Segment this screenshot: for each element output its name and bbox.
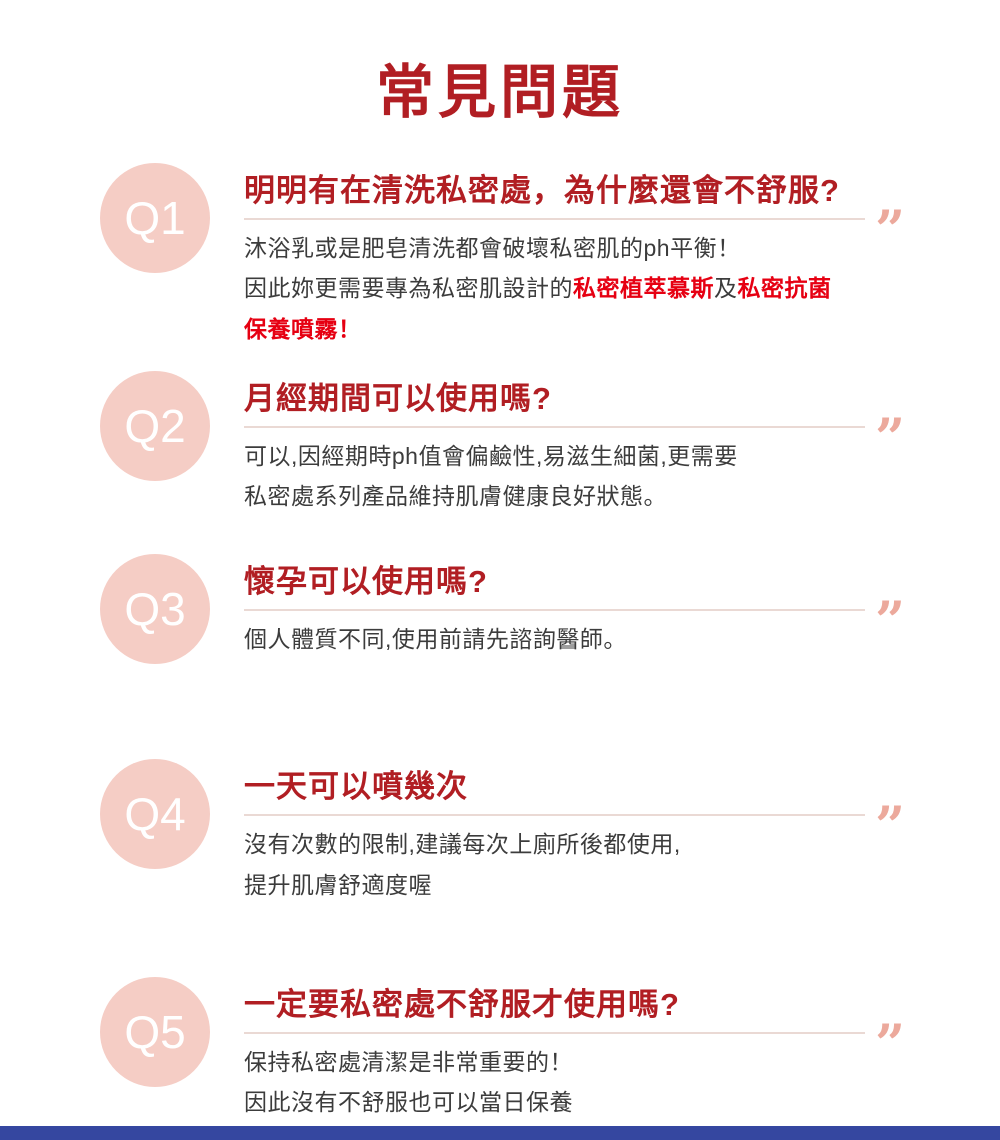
answer-segment: 及: [714, 275, 738, 302]
faq-item: Q2 月經期間可以使用嗎? ” 可以,因經期時ph值會偏鹼性,易滋生細菌,更需要…: [100, 370, 905, 517]
answer-line: 提升肌膚舒適度喔: [244, 865, 905, 905]
divider-row: ”: [244, 801, 905, 853]
faq-item: Q1 明明有在清洗私密處，為什麼還會不舒服? ” 沐浴乳或是肥皂清洗都會破壞私密…: [100, 163, 905, 349]
faq-item: Q3 懷孕可以使用嗎? ” 個人體質不同,使用前請先諮詢醫師。: [100, 554, 905, 665]
faq-item: Q4 一天可以噴幾次 ” 沒有次數的限制,建議每次上廁所後都使用, 提升肌膚舒適度…: [100, 759, 905, 905]
divider-line: [244, 218, 866, 220]
answer-segment: 保養噴霧！: [244, 315, 362, 342]
faq-item-content: 一定要私密處不舒服才使用嗎? ” 保持私密處清潔是非常重要的！ 因此沒有不舒服也可…: [244, 977, 905, 1123]
question-badge: Q1: [100, 163, 210, 273]
answer: 個人體質不同,使用前請先諮詢醫師。: [244, 619, 905, 659]
divider-row: ”: [244, 205, 905, 257]
answer-segment: 私密抗菌: [737, 275, 832, 302]
page-title: 常見問題: [375, 60, 624, 125]
answer-segment: 因此妳更需要專為私密肌設計的: [244, 275, 573, 302]
question-title: 一定要私密處不舒服才使用嗎?: [244, 986, 680, 1022]
faq-list: Q1 明明有在清洗私密處，為什麼還會不舒服? ” 沐浴乳或是肥皂清洗都會破壞私密…: [0, 163, 1000, 1122]
bottom-bar: [0, 1126, 1000, 1140]
answer-line: 保持私密處清潔是非常重要的！: [244, 1042, 905, 1082]
divider-line: [244, 425, 866, 428]
answer: 可以,因經期時ph值會偏鹼性,易滋生細菌,更需要私密處系列產品維持肌膚健康良好狀…: [244, 436, 905, 517]
faq-item-content: 月經期間可以使用嗎? ” 可以,因經期時ph值會偏鹼性,易滋生細菌,更需要私密處…: [244, 371, 905, 517]
answer-line: 沒有次數的限制,建議每次上廁所後都使用,: [244, 824, 905, 864]
answer: 沐浴乳或是肥皂清洗都會破壞私密肌的ph平衡！ 因此妳更需要專為私密肌設計的私密植萃…: [244, 228, 905, 349]
answer-segment: 沐浴乳或是肥皂清洗都會破壞私密肌的ph平衡！: [244, 235, 741, 261]
question-badge: Q5: [100, 976, 210, 1087]
answer-segment: 保持私密處清潔是非常重要的！: [244, 1048, 573, 1075]
divider-row: ”: [244, 596, 905, 648]
answer-line: 私密處系列產品維持肌膚健康良好狀態。: [244, 476, 905, 516]
answer-line: 可以,因經期時ph值會偏鹼性,易滋生細菌,更需要: [244, 436, 905, 476]
divider-row: ”: [244, 412, 905, 464]
answer-line: 沐浴乳或是肥皂清洗都會破壞私密肌的ph平衡！: [244, 228, 905, 268]
faq-item: Q5 一定要私密處不舒服才使用嗎? ” 保持私密處清潔是非常重要的！ 因此沒有不舒…: [100, 976, 905, 1123]
faq-item-content: 一天可以噴幾次 ” 沒有次數的限制,建議每次上廁所後都使用, 提升肌膚舒適度喔: [244, 759, 905, 905]
answer-segment: 私密處系列產品維持肌膚健康良好狀態。: [244, 483, 667, 509]
answer-line: 因此妳更需要專為私密肌設計的私密植萃慕斯及私密抗菌: [244, 268, 905, 308]
question-title: 明明有在清洗私密處，為什麼還會不舒服?: [244, 173, 840, 208]
divider-line: [244, 1031, 866, 1034]
question-badge: Q4: [100, 759, 210, 870]
answer-line: 個人體質不同,使用前請先諮詢醫師。: [244, 619, 905, 659]
answer-segment: 沒有次數的限制,建議每次上廁所後都使用,: [244, 831, 681, 858]
faq-item-content: 懷孕可以使用嗎? ” 個人體質不同,使用前請先諮詢醫師。: [244, 554, 905, 659]
answer: 保持私密處清潔是非常重要的！ 因此沒有不舒服也可以當日保養: [244, 1042, 905, 1123]
answer-line: 因此沒有不舒服也可以當日保養: [244, 1082, 905, 1122]
answer-line: 保養噴霧！: [244, 309, 905, 349]
answer: 沒有次數的限制,建議每次上廁所後都使用, 提升肌膚舒適度喔: [244, 824, 905, 905]
question-title: 懷孕可以使用嗎?: [244, 564, 488, 600]
question-title: 月經期間可以使用嗎?: [244, 380, 552, 416]
answer-segment: 因此沒有不舒服也可以當日保養: [244, 1089, 573, 1115]
divider-row: ”: [244, 1018, 905, 1070]
answer-segment: 個人體質不同,使用前請先諮詢醫師。: [244, 626, 627, 653]
question-title: 一天可以噴幾次: [244, 769, 468, 805]
divider-line: [244, 814, 866, 817]
divider-line: [244, 609, 866, 612]
question-badge: Q3: [100, 554, 210, 665]
question-badge: Q2: [100, 370, 210, 481]
faq-item-content: 明明有在清洗私密處，為什麼還會不舒服? ” 沐浴乳或是肥皂清洗都會破壞私密肌的p…: [244, 163, 905, 349]
answer-segment: 私密植萃慕斯: [573, 275, 714, 302]
answer-segment: 提升肌膚舒適度喔: [244, 871, 432, 898]
answer-segment: 可以,因經期時ph值會偏鹼性,易滋生細菌,更需要: [244, 442, 738, 469]
